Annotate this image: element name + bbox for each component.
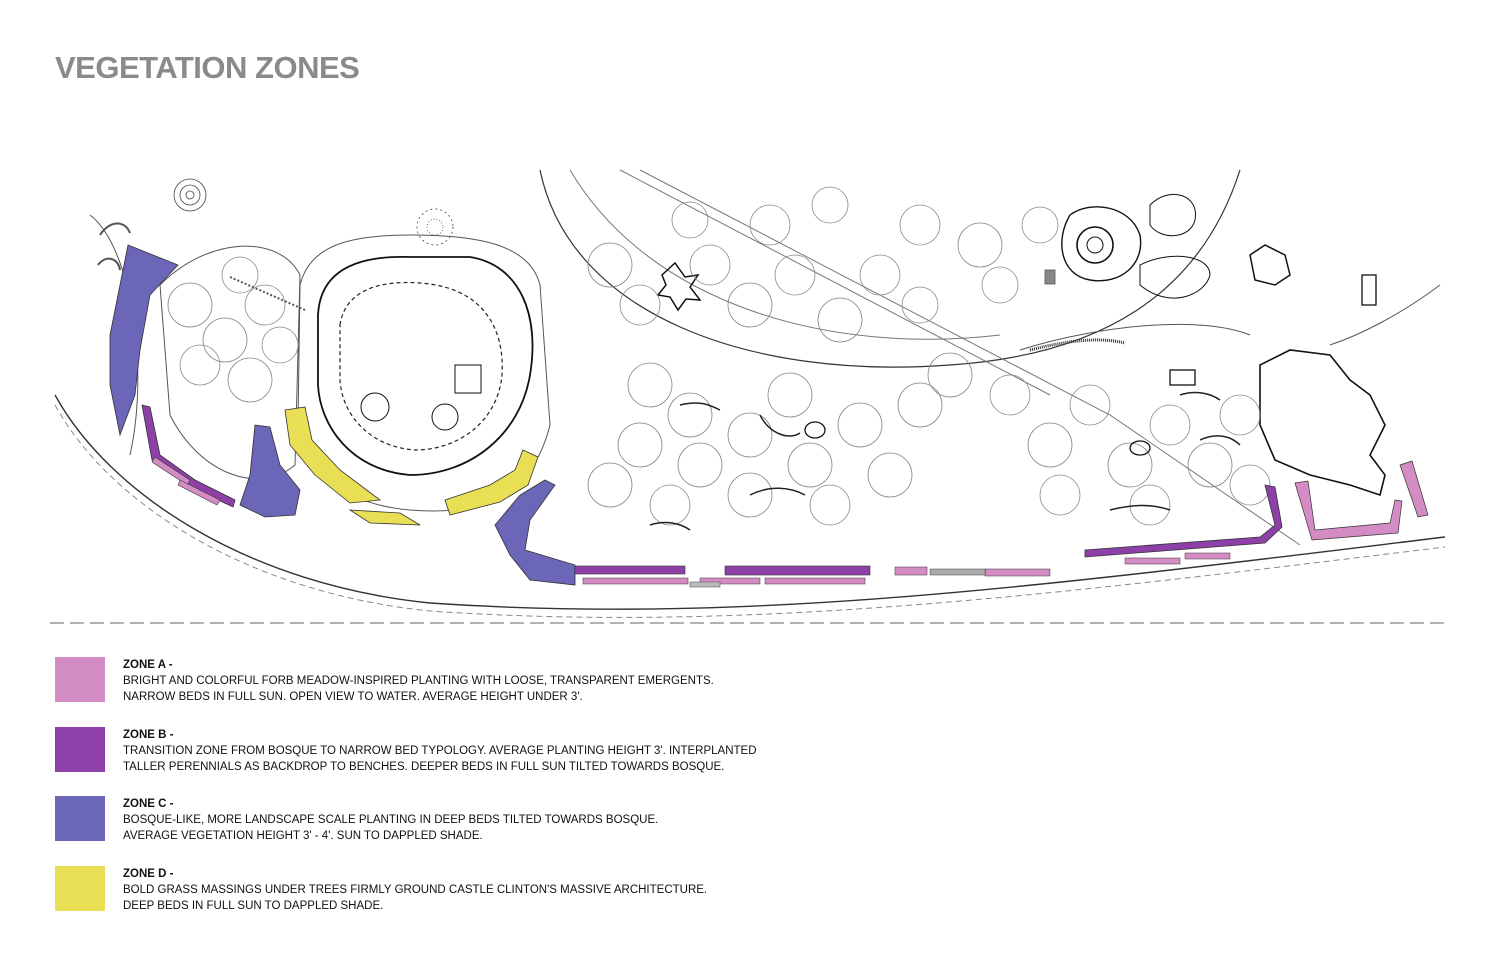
- zone-c-bed-west: [109, 244, 179, 437]
- zone-c-bed-east: [494, 479, 576, 586]
- zone-b-bed-1: [574, 565, 686, 575]
- zone-b-bed-3: [1084, 484, 1283, 558]
- kiosk-shape: [656, 261, 702, 312]
- zone-c-line-2: AVERAGE VEGETATION HEIGHT 3' - 4'. SUN T…: [123, 830, 483, 842]
- vegetation-zone-beds: [109, 244, 1429, 588]
- zone-d-bed-east: [444, 449, 539, 516]
- zone-a-bed-3: [764, 577, 866, 585]
- zone-d-swatch: [55, 866, 105, 911]
- zone-c-name: ZONE C -: [123, 798, 174, 810]
- page-title: VEGETATION ZONES: [55, 50, 360, 85]
- zone-b-line-1: TRANSITION ZONE FROM BOSQUE TO NARROW BE…: [123, 745, 757, 757]
- zone-a-bed-7: [1184, 552, 1231, 560]
- castle-clinton-outline: [317, 256, 534, 476]
- zone-b-swatch: [55, 727, 105, 772]
- legend-item-zone-b: ZONE B - TRANSITION ZONE FROM BOSQUE TO …: [55, 725, 955, 775]
- zone-b-bed-2: [724, 565, 871, 576]
- zone-a-bed-6: [1124, 557, 1181, 565]
- base-linework: [50, 169, 1446, 624]
- zone-d-bed-south: [348, 509, 421, 526]
- promenade-curve: [539, 169, 1241, 368]
- zone-c-line-1: BOSQUE-LIKE, MORE LANDSCAPE SCALE PLANTI…: [123, 814, 659, 826]
- path-segment-gray-2: [689, 581, 721, 588]
- zone-a-bed-west-1: [151, 456, 191, 486]
- zone-d-line-2: DEEP BEDS IN FULL SUN TO DAPPLED SHADE.: [123, 900, 384, 912]
- zone-b-line-2: TALLER PERENNIALS AS BACKDROP TO BENCHES…: [123, 761, 725, 773]
- zone-a-bed-east-r: [1399, 460, 1429, 518]
- zone-a-bed-west-2: [177, 479, 221, 506]
- zone-b-name: ZONE B -: [123, 729, 174, 741]
- legend-item-zone-a: ZONE A - BRIGHT AND COLORFUL FORB MEADOW…: [55, 655, 955, 705]
- zone-a-bed-east-l: [1294, 480, 1403, 541]
- zone-a-bed-2: [699, 577, 761, 585]
- zone-a-swatch: [55, 657, 105, 702]
- zone-d-bed-west: [284, 406, 382, 504]
- zone-a-bed-4: [894, 566, 928, 576]
- site-details: [97, 178, 1241, 531]
- path-segment-gray: [929, 568, 986, 576]
- building-outline: [1259, 349, 1386, 497]
- zone-a-line-1: BRIGHT AND COLORFUL FORB MEADOW-INSPIRED…: [123, 675, 714, 687]
- zone-b-bed-west: [141, 404, 236, 508]
- zone-c-swatch: [55, 796, 105, 841]
- zone-a-line-2: NARROW BEDS IN FULL SUN. OPEN VIEW TO WA…: [123, 691, 583, 703]
- zone-a-name: ZONE A -: [123, 659, 173, 671]
- tree-canopy-circles: [167, 186, 1271, 526]
- site-plan-map: [50, 169, 1446, 624]
- legend-item-zone-c: ZONE C - BOSQUE-LIKE, MORE LANDSCAPE SCA…: [55, 794, 955, 844]
- zone-c-bed-lawn: [239, 424, 301, 518]
- zone-a-bed-1: [582, 577, 689, 585]
- legend-item-zone-d: ZONE D - BOLD GRASS MASSINGS UNDER TREES…: [55, 864, 955, 914]
- waterfront-edge: [54, 394, 1446, 610]
- zone-a-bed-5: [984, 568, 1051, 577]
- zone-d-line-1: BOLD GRASS MASSINGS UNDER TREES FIRMLY G…: [123, 884, 708, 896]
- zone-d-name: ZONE D -: [123, 868, 174, 880]
